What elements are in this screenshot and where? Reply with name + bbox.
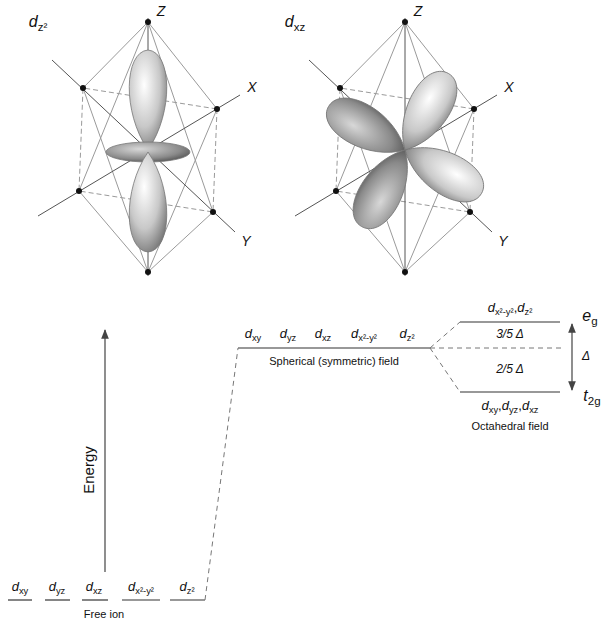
level-label: dxz [86,580,103,594]
arrows [105,324,572,572]
term-symbol: eg [582,307,597,325]
level-caption: Octahedral field [471,420,548,432]
axes-left [38,18,240,276]
axis-label: Z [414,4,423,19]
level-label: dx²-y² [351,327,377,341]
orbital-name: dz² [29,13,48,31]
axis-label: Z [157,4,166,19]
energy-fraction: 3/5 Δ [496,328,524,341]
level-label: dxz [315,327,332,341]
level-label: dx²-y²,dz² [488,301,533,315]
dxz-orbital [318,63,492,237]
dashed-connectors [205,322,562,600]
level-label: dxy [12,580,29,594]
level-label: dz² [179,580,194,594]
level-label: dxy [245,327,262,341]
dz2-orbital [106,50,190,252]
orbital-name: dxz [285,13,305,31]
level-label: dyz [280,327,297,341]
axes-right [295,18,497,276]
energy-fraction: 2/5 Δ [496,363,524,376]
level-caption: Free ion [84,608,124,620]
vertex-dots-left [76,19,220,275]
vertex-dots-right [333,19,477,275]
axis-label: Y [241,234,250,249]
level-label: dx²-y² [128,580,154,594]
term-symbol: t2g [583,387,600,405]
energy-levels [8,322,560,600]
axis-title: Energy [81,446,98,494]
level-caption: Spherical (symmetric) field [269,355,399,367]
level-label: dyz [49,580,66,594]
axis-label: X [247,80,256,95]
level-label: dz² [399,327,414,341]
splitting-symbol: Δ [582,350,590,363]
octahedron-left [79,22,217,272]
axis-label: X [504,80,513,95]
level-label: dxy,dyz,dxz [482,399,539,413]
axis-label: Y [498,234,507,249]
